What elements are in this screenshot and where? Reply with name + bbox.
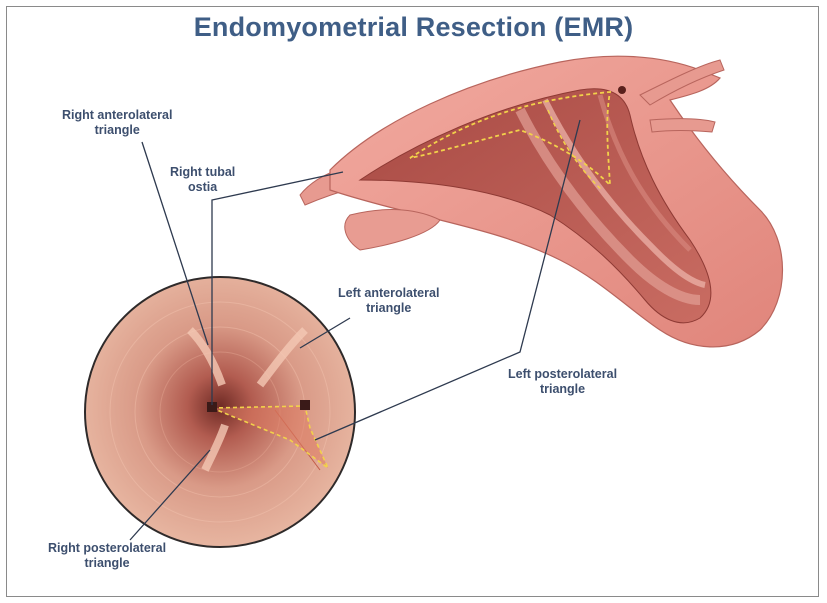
label-line-2: triangle (62, 123, 172, 138)
label-line-1: Right posterolateral (48, 541, 166, 556)
circular-hysteroscopic-view (85, 277, 355, 547)
label-line-1: Left anterolateral (338, 286, 439, 301)
label-line-2: triangle (48, 556, 166, 571)
label-line-2: ostia (170, 180, 235, 195)
label-right-tubal-ostia: Right tubal ostia (170, 165, 235, 195)
label-left-posterolateral-triangle: Left posterolateral triangle (508, 367, 617, 397)
label-right-posterolateral-triangle: Right posterolateral triangle (48, 541, 166, 571)
label-line-1: Right anterolateral (62, 108, 172, 123)
label-line-1: Left posterolateral (508, 367, 617, 382)
label-right-anterolateral-triangle: Right anterolateral triangle (62, 108, 172, 138)
label-line-2: triangle (338, 301, 439, 316)
label-line-1: Right tubal (170, 165, 235, 180)
label-line-2: triangle (508, 382, 617, 397)
label-left-anterolateral-triangle: Left anterolateral triangle (338, 286, 439, 316)
